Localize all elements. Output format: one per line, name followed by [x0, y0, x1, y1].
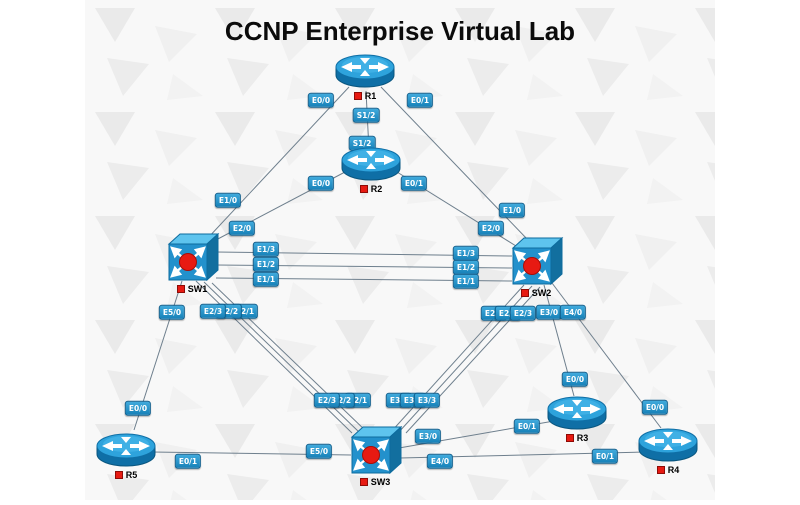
device-label: R1: [353, 91, 377, 101]
interface-badge: E2/0: [477, 220, 505, 236]
interface-badge: E1/3: [452, 245, 480, 261]
interface-badge: E4/0: [559, 304, 587, 320]
status-dot-icon: [565, 434, 574, 442]
device-r3: R3: [545, 392, 609, 443]
device-sw3: SW3: [347, 424, 403, 487]
link-line: [205, 86, 350, 241]
interface-badge: E3/3: [413, 392, 441, 408]
switch-icon: [167, 232, 220, 282]
device-r4: R4: [636, 424, 700, 475]
device-name-text: R5: [125, 470, 138, 480]
device-r1: R1: [333, 50, 397, 101]
device-name-text: SW2: [531, 288, 552, 298]
device-name-text: SW3: [370, 477, 391, 487]
interface-badge: E3/0: [535, 304, 563, 320]
interface-badge: E1/1: [452, 273, 480, 289]
device-label: SW1: [176, 284, 208, 294]
interface-badge: E0/0: [307, 92, 335, 108]
device-name-text: R3: [576, 433, 589, 443]
device-sw2: SW2: [508, 235, 564, 298]
device-label: R5: [114, 470, 138, 480]
router-icon: [638, 428, 698, 462]
status-dot-icon: [359, 185, 368, 193]
device-sw1: SW1: [164, 231, 220, 294]
device-r2: R2: [339, 143, 403, 194]
device-label: SW3: [359, 477, 391, 487]
router-icon: [341, 147, 401, 181]
interface-badge: E2/3: [509, 305, 537, 321]
interface-badge: E4/0: [426, 453, 454, 469]
interface-badge: E2/3: [313, 392, 341, 408]
device-name-text: R4: [667, 465, 680, 475]
interface-badge: E0/1: [400, 175, 428, 191]
interface-badge: E0/0: [124, 400, 152, 416]
interface-badge: E2/0: [228, 220, 256, 236]
interface-badge: E5/0: [305, 443, 333, 459]
interface-badge: E0/0: [307, 175, 335, 191]
interface-badge: E1/2: [252, 256, 280, 272]
status-dot-icon: [176, 285, 185, 293]
page-title: CCNP Enterprise Virtual Lab: [224, 16, 576, 46]
interface-badge: E0/0: [561, 371, 589, 387]
interface-badge: E1/2: [452, 259, 480, 275]
status-dot-icon: [359, 478, 368, 486]
device-label: R2: [359, 184, 383, 194]
interface-badge: E2/3: [199, 303, 227, 319]
diagram-stage: [85, 0, 715, 500]
status-dot-icon: [114, 471, 123, 479]
interface-badge: E0/1: [591, 448, 619, 464]
device-label: SW2: [520, 288, 552, 298]
device-r5: R5: [94, 429, 158, 480]
interface-badge: E5/0: [158, 304, 186, 320]
interface-badge: E0/1: [174, 453, 202, 469]
status-dot-icon: [353, 92, 362, 100]
router-icon: [96, 433, 156, 467]
background-pattern: [85, 0, 715, 500]
interface-badge: E1/0: [498, 202, 526, 218]
interface-badge: E3/0: [414, 428, 442, 444]
interface-badge: S1/2: [352, 107, 380, 123]
interface-badge: E0/0: [641, 399, 669, 415]
switch-icon: [511, 236, 564, 286]
switch-icon: [350, 425, 403, 475]
interface-badge: E0/1: [406, 92, 434, 108]
interface-badge: E1/1: [252, 271, 280, 287]
device-name-text: SW1: [187, 284, 208, 294]
interface-badge: E1/3: [252, 241, 280, 257]
device-name-text: R2: [370, 184, 383, 194]
device-label: R4: [656, 465, 680, 475]
device-label: R3: [565, 433, 589, 443]
router-icon: [335, 54, 395, 88]
interface-badge: E1/0: [214, 192, 242, 208]
status-dot-icon: [520, 289, 529, 297]
device-name-text: R1: [364, 91, 377, 101]
status-dot-icon: [656, 466, 665, 474]
router-icon: [547, 396, 607, 430]
interface-badge: E0/1: [513, 418, 541, 434]
